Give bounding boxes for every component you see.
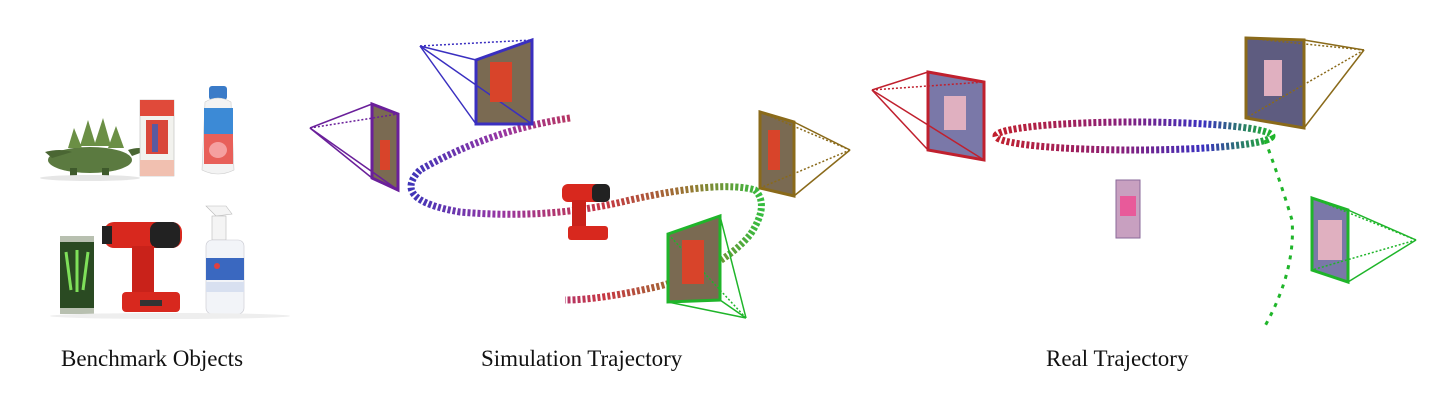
benchmark-objects-panel: Benchmark Objects (0, 0, 330, 402)
yogurt-drink-bottle (201, 86, 235, 175)
camera-frustum-blue (419, 37, 534, 126)
camera-frustum-red (871, 70, 986, 162)
benchmark-objects-illustration (40, 86, 290, 319)
camera-frustum-green (666, 213, 747, 319)
real-trajectory-branch (1263, 139, 1294, 327)
simulation-trajectory-panel: Simulation Trajectory (300, 0, 880, 402)
camera-frustum-purple (309, 101, 400, 193)
simulation-trajectory-illustration (309, 37, 851, 319)
energy-drink-can (60, 236, 94, 314)
benchmark-objects-caption: Benchmark Objects (61, 346, 244, 371)
camera-frustum-olive (758, 109, 851, 198)
real-juice-box-object (1115, 179, 1141, 239)
simulation-trajectory-caption: Simulation Trajectory (481, 346, 683, 371)
camera-frustum-olive-real (1244, 36, 1365, 130)
real-trajectory-panel: Real Trajectory (860, 0, 1439, 402)
spray-bottle (205, 205, 245, 315)
camera-frustum-green-real (1310, 195, 1417, 285)
power-drill (102, 222, 182, 312)
juice-box (139, 99, 175, 177)
simulation-trajectory-path (407, 114, 765, 304)
simulation-drill-object (562, 184, 610, 240)
stegosaurus-toy (40, 118, 148, 181)
real-trajectory-ring (992, 118, 1276, 154)
real-trajectory-caption: Real Trajectory (1046, 346, 1189, 371)
real-trajectory-illustration (871, 36, 1417, 327)
